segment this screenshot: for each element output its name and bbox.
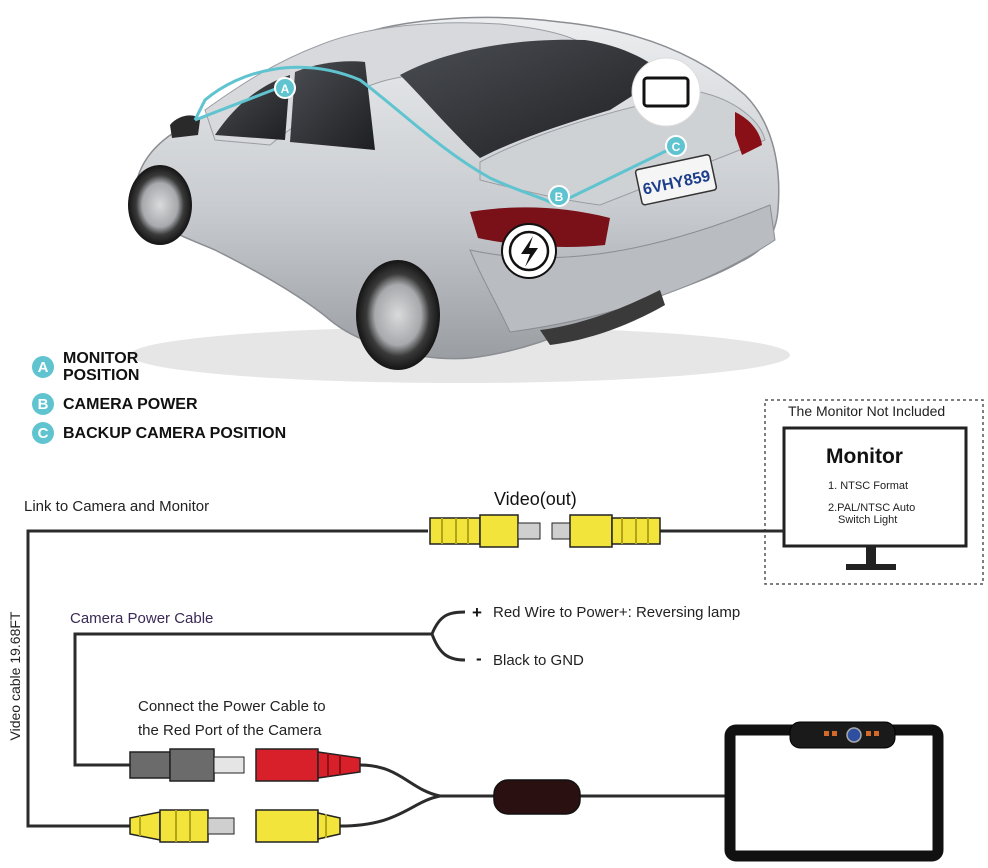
monitor-spec-ntsc: 1. NTSC Format <box>828 480 909 492</box>
power-cable-label: Camera Power Cable <box>70 610 214 627</box>
link-label: Link to Camera and Monitor <box>24 498 210 515</box>
inline-filter-box <box>493 779 581 815</box>
black-gnd-label: Black to GND <box>493 652 584 669</box>
car-marker-b: B <box>548 185 570 207</box>
plus-sign: + <box>472 603 482 622</box>
rca-yellow-video-male <box>429 514 541 548</box>
rear-wheel <box>356 260 440 370</box>
monitor-not-included-note: The Monitor Not Included <box>788 403 946 419</box>
lightning-icon <box>521 236 538 267</box>
plate-frame-callout <box>631 57 701 127</box>
svg-text:A: A <box>281 82 290 96</box>
red-wire-label: Red Wire to Power+: Reversing lamp <box>493 604 741 621</box>
car-marker-c: C <box>665 135 687 157</box>
legend-text-b: CAMERA POWER <box>63 395 198 413</box>
svg-text:B: B <box>555 190 564 204</box>
front-wheel <box>128 165 192 245</box>
legend-badge-a: A <box>32 356 54 378</box>
legend-item-b: B CAMERA POWER <box>32 393 198 415</box>
monitor-box <box>764 399 984 585</box>
monitor-title: Monitor <box>826 445 903 468</box>
cables <box>26 529 784 828</box>
svg-text:C: C <box>672 140 681 154</box>
legend-badge-c: C <box>32 422 54 444</box>
car-marker-a: A <box>274 77 296 99</box>
rca-yellow-bottom-left <box>129 809 235 843</box>
license-plate-camera <box>724 721 944 862</box>
rca-yellow-bottom-right <box>255 809 341 843</box>
minus-sign: - <box>476 649 482 668</box>
rca-gray-power <box>129 748 245 782</box>
rca-yellow-video-female <box>551 514 661 548</box>
video-cable-length-label: Video cable 19.68FT <box>7 611 23 741</box>
video-out-label: Video(out) <box>494 489 577 509</box>
legend-item-c: C BACKUP CAMERA POSITION <box>32 422 286 444</box>
car-illustration: 6VHY859 A B C <box>128 16 790 383</box>
power-callout <box>501 223 557 279</box>
legend-badge-b: B <box>32 393 54 415</box>
rca-red-power <box>255 748 361 782</box>
legend-text-c: BACKUP CAMERA POSITION <box>63 424 287 442</box>
